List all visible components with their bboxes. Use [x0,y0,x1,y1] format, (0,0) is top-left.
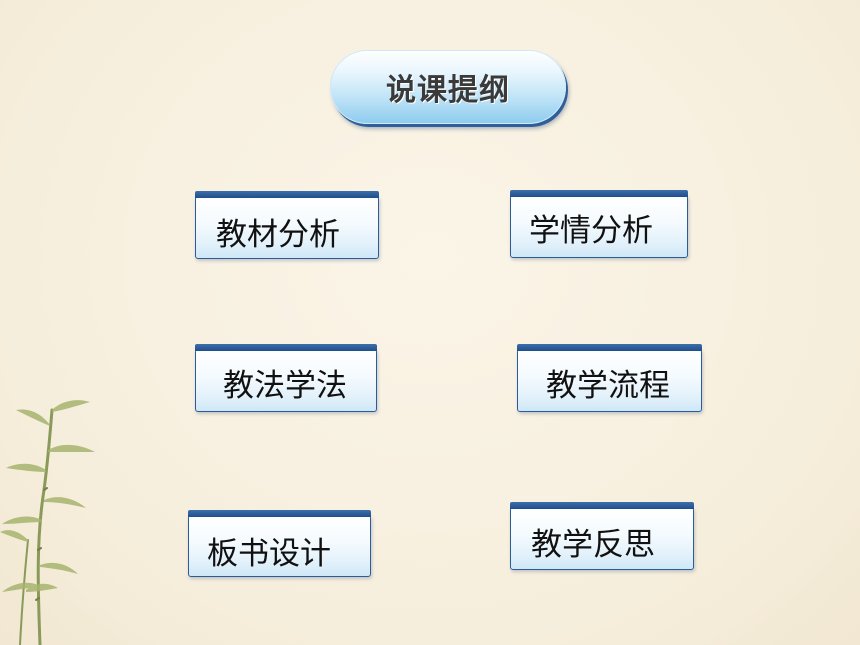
title-banner: 说课提纲 [330,50,566,124]
menu-item-teaching-reflection[interactable]: 教学反思 [510,502,694,570]
page-title: 说课提纲 [386,73,510,108]
menu-item-blackboard-design[interactable]: 板书设计 [188,510,371,577]
menu-item-student-analysis[interactable]: 学情分析 [510,190,688,258]
menu-item-label: 板书设计 [207,536,331,572]
menu-item-label: 学情分析 [529,213,653,249]
menu-item-teaching-process[interactable]: 教学流程 [517,344,702,412]
menu-item-teaching-learning-methods[interactable]: 教法学法 [195,344,377,412]
bamboo-icon [0,400,95,645]
menu-item-textbook-analysis[interactable]: 教材分析 [195,191,379,259]
menu-item-label: 教学反思 [531,527,655,563]
menu-item-label: 教材分析 [216,217,340,253]
menu-item-label: 教法学法 [223,368,347,404]
menu-item-label: 教学流程 [546,368,670,404]
